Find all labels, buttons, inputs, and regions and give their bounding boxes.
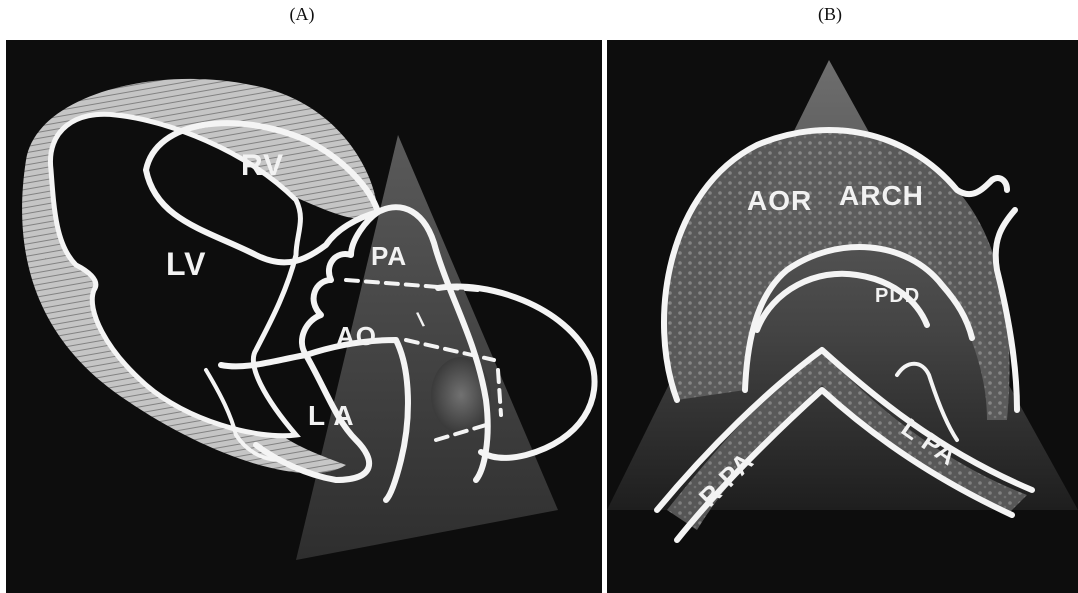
label-ao: AO [336, 321, 377, 351]
panel-b-diagram: AOR ARCH PDD R PA L PA [607, 40, 1078, 593]
label-pa: PA [371, 241, 407, 271]
label-arch: ARCH [839, 180, 924, 211]
panel-a-diagram: RV LV PA AO L A \ [6, 40, 602, 593]
label-rv: RV [241, 149, 284, 182]
label-pdd: PDD [875, 285, 920, 307]
label-lv: LV [166, 246, 207, 282]
panel-a-label: (A) [272, 4, 332, 25]
panel-b-echo-image: AOR ARCH PDD R PA L PA [607, 40, 1078, 593]
panel-a-echo-image: RV LV PA AO L A \ [6, 40, 602, 593]
panel-b-label: (B) [800, 4, 860, 25]
label-la: L A [308, 400, 355, 431]
label-aor: AOR [747, 185, 812, 216]
